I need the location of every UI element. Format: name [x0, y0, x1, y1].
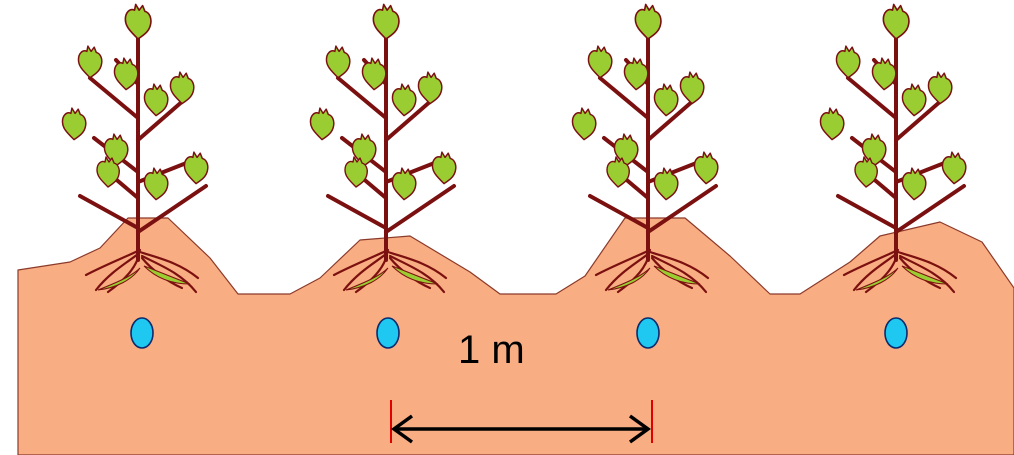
leaf-icon: [362, 58, 385, 90]
leaf-icon: [144, 84, 167, 116]
leaf-icon: [310, 108, 333, 139]
leaf-icon: [326, 46, 349, 78]
leaf-icon: [373, 4, 399, 39]
leaf-icon: [928, 72, 951, 104]
leaf-icon: [872, 58, 895, 90]
leaf-icon: [78, 46, 101, 78]
leaf-icon: [125, 4, 151, 39]
branch: [838, 196, 896, 228]
leaf-icon: [883, 4, 909, 39]
leaf-icon: [62, 108, 85, 139]
leaf-icon: [680, 72, 703, 104]
leaf-icon: [114, 58, 137, 90]
leaf-icon: [432, 152, 455, 184]
branch: [328, 196, 386, 228]
leaf-icon: [170, 72, 193, 104]
leaf-icon: [392, 84, 415, 116]
spacing-label: 1 m: [458, 328, 525, 373]
leaf-icon: [624, 58, 647, 90]
branch: [590, 196, 648, 228]
branch: [80, 196, 138, 228]
drip-emitter-icon: [377, 318, 399, 348]
leaf-icon: [184, 152, 207, 184]
leaf-icon: [836, 46, 859, 78]
branch: [386, 186, 454, 232]
leaf-icon: [588, 46, 611, 78]
drip-emitter-icon: [885, 318, 907, 348]
leaf-icon: [820, 108, 843, 139]
leaf-icon: [572, 108, 595, 139]
leaf-icon: [902, 84, 925, 116]
leaf-icon: [635, 4, 661, 39]
leaf-icon: [654, 84, 677, 116]
leaf-icon: [694, 152, 717, 184]
leaf-icon: [418, 72, 441, 104]
drip-emitter-icon: [637, 318, 659, 348]
leaf-icon: [942, 152, 965, 184]
drip-emitter-icon: [131, 318, 153, 348]
